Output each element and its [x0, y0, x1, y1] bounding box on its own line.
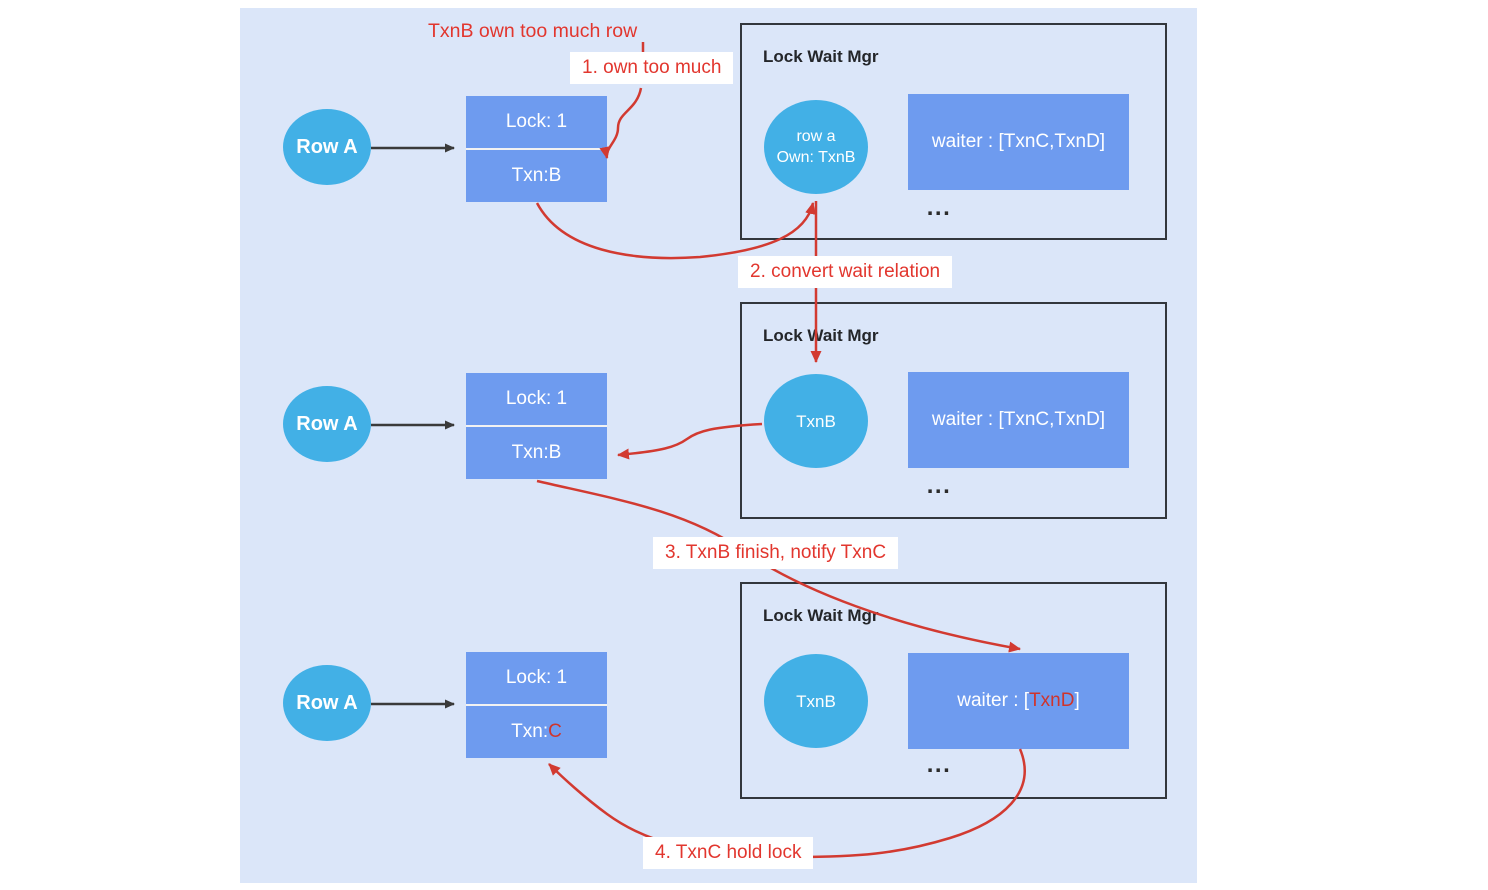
txn-prefix: Txn:: [511, 165, 549, 186]
step2-label: 2. convert wait relation: [738, 256, 953, 288]
waiter-box: waiter : [TxnD]: [908, 653, 1129, 749]
row-a-node: Row A: [283, 665, 371, 741]
lock-wait-mgr-title: Lock Wait Mgr: [763, 606, 879, 625]
waiter-text: waiter : [TxnC,TxnD]: [931, 131, 1106, 152]
txn-prefix: Txn:: [511, 721, 549, 742]
waiter-box: waiter : [TxnC,TxnD]: [908, 372, 1129, 468]
lock-box-divider: [466, 704, 607, 706]
lock-box: Lock: 1 Txn: B: [466, 96, 607, 202]
waiter-box: waiter : [TxnC,TxnD]: [908, 94, 1129, 190]
waiter-text: waiter : [: [957, 690, 1030, 711]
row-a-node: Row A: [283, 109, 371, 185]
ellipsis: ...: [926, 194, 952, 221]
txn-value: B: [548, 165, 562, 186]
lock-count-cell: Lock: 1: [505, 667, 568, 688]
lock-wait-mgr-title: Lock Wait Mgr: [763, 326, 879, 345]
ellipsis: ...: [926, 472, 952, 499]
lock-box: Lock: 1 Txn: C: [466, 652, 607, 758]
waiter-text: waiter : [TxnC,TxnD]: [931, 409, 1106, 430]
ellipsis: ...: [926, 751, 952, 778]
lock-count-cell: Lock: 1: [505, 388, 568, 409]
diagram-title: TxnB own too much row: [428, 20, 638, 42]
lock-txn-cell: Txn: B: [466, 427, 607, 479]
step3-label: 3. TxnB finish, notify TxnC: [653, 537, 899, 569]
step1-label: 1. own too much: [570, 52, 734, 84]
txnb-node-line1: TxnB: [796, 691, 836, 711]
txn-value: B: [548, 442, 562, 463]
lock-box: Lock: 1 Txn: B: [466, 373, 607, 479]
txnb-node-line1: TxnB: [796, 411, 836, 431]
lock-box-divider: [466, 425, 607, 427]
lock-wait-mgr-box: [740, 23, 1167, 240]
row-a-label: Row A: [296, 135, 358, 158]
waiter-red-text: TxnD: [1029, 690, 1075, 711]
row-a-label: Row A: [296, 412, 358, 435]
txnb-node: TxnB: [764, 374, 868, 468]
owner-node: row a Own: TxnB: [764, 100, 868, 194]
txn-value: C: [548, 721, 562, 742]
lock-box-divider: [466, 148, 607, 150]
row-a-node: Row A: [283, 386, 371, 462]
row-a-label: Row A: [296, 691, 358, 714]
lock-wait-mgr-title: Lock Wait Mgr: [763, 47, 879, 66]
owner-node-line2: Own: TxnB: [776, 149, 856, 166]
txnb-node: TxnB: [764, 654, 868, 748]
lock-txn-cell: Txn: C: [466, 706, 607, 758]
owner-node-line1: row a: [796, 128, 836, 145]
waiter-post-text: ]: [1074, 690, 1080, 711]
txn-prefix: Txn:: [511, 442, 549, 463]
lock-txn-cell: Txn: B: [466, 150, 607, 202]
lock-count-cell: Lock: 1: [505, 111, 568, 132]
step4-label: 4. TxnC hold lock: [643, 837, 814, 869]
